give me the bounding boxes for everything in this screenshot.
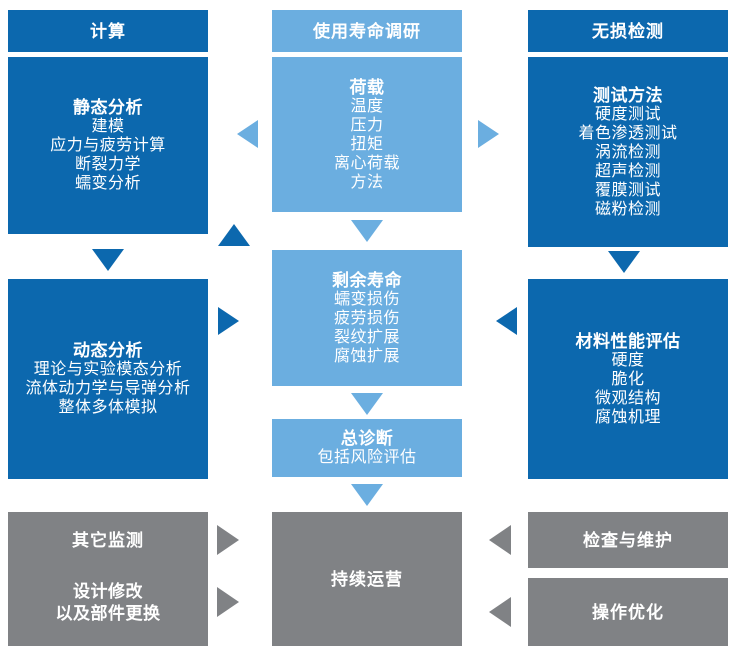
test-methods-item: 涡流检测 — [594, 143, 661, 161]
continued-operation-label: 持续运营 — [331, 569, 403, 589]
inspection-maintenance-label: 检查与维护 — [583, 530, 673, 550]
inspection-maintenance-box: 检查与维护 — [528, 512, 728, 568]
arrow-static-to-dynamic-icon — [92, 249, 124, 271]
arrow-dynamic-to-static-icon — [218, 224, 250, 246]
static-analysis-item: 蠕变分析 — [74, 175, 141, 192]
residual-life-item: 蠕变损伤 — [333, 290, 400, 308]
loads-box: 荷载 温度 压力 扭矩 离心荷载 方法 — [272, 57, 462, 212]
left-column-header: 计算 — [8, 10, 208, 52]
residual-life-box: 剩余寿命 蠕变损伤 疲劳损伤 裂纹扩展 腐蚀扩展 — [272, 250, 462, 386]
right-header-label: 无损检测 — [592, 21, 664, 41]
continued-operation-box: 持续运营 — [272, 512, 462, 646]
loads-item: 离心荷载 — [333, 154, 400, 172]
static-analysis-title: 静态分析 — [73, 98, 143, 117]
static-analysis-item: 应力与疲劳计算 — [50, 137, 166, 154]
dynamic-analysis-title: 动态分析 — [73, 341, 143, 360]
arrow-othermonitoring-to-operation-icon — [217, 525, 239, 555]
other-monitoring-label: 其它监测 — [72, 530, 144, 550]
arrow-residual-to-diagnosis-icon — [351, 393, 383, 415]
material-assessment-item: 脆化 — [611, 370, 645, 388]
arrow-loads-to-residual-icon — [351, 220, 383, 242]
material-assessment-item: 硬度 — [611, 351, 645, 369]
arrow-inspection-to-operation-icon — [489, 525, 511, 555]
residual-life-item: 疲劳损伤 — [333, 309, 400, 327]
right-column-header: 无损检测 — [528, 10, 728, 52]
material-assessment-title: 材料性能评估 — [575, 331, 681, 351]
arrow-designchange-to-operation-icon — [217, 587, 239, 617]
center-header-label: 使用寿命调研 — [313, 21, 421, 41]
loads-item: 方法 — [350, 173, 384, 191]
left-header-label: 计算 — [90, 21, 126, 41]
dynamic-analysis-box: 动态分析 理论与实验模态分析 流体动力学与导弹分析 整体多体模拟 — [8, 279, 208, 479]
arrow-loads-to-static-icon — [237, 120, 258, 148]
operation-optimization-label: 操作优化 — [592, 602, 664, 622]
arrow-diagnosis-to-operation-icon — [351, 484, 383, 506]
static-analysis-item: 断裂力学 — [74, 156, 141, 173]
test-methods-box: 测试方法 硬度测试 着色渗透测试 涡流检测 超声检测 覆膜测试 磁粉检测 — [528, 57, 728, 247]
loads-title: 荷载 — [349, 77, 385, 97]
arrow-testmethods-to-material-icon — [608, 251, 640, 273]
static-analysis-item: 建模 — [91, 118, 125, 135]
material-assessment-box: 材料性能评估 硬度 脆化 微观结构 腐蚀机理 — [528, 279, 728, 479]
dynamic-analysis-item: 整体多体模拟 — [58, 399, 158, 416]
design-change-line: 以及部件更换 — [55, 603, 161, 623]
material-assessment-item: 微观结构 — [594, 389, 661, 407]
material-assessment-item: 腐蚀机理 — [594, 408, 661, 426]
test-methods-title: 测试方法 — [593, 85, 663, 105]
design-change-box: 设计修改 以及部件更换 — [8, 558, 208, 646]
static-analysis-box: 静态分析 建模 应力与疲劳计算 断裂力学 蠕变分析 — [8, 57, 208, 234]
residual-life-title: 剩余寿命 — [332, 270, 402, 290]
loads-item: 压力 — [350, 116, 384, 134]
operation-optimization-box: 操作优化 — [528, 578, 728, 646]
design-change-line: 设计修改 — [73, 581, 143, 601]
diagnosis-title: 总诊断 — [340, 429, 394, 448]
arrow-material-to-residual-icon — [496, 307, 517, 335]
dynamic-analysis-item: 流体动力学与导弹分析 — [25, 380, 191, 397]
residual-life-item: 裂纹扩展 — [333, 328, 400, 346]
test-methods-item: 覆膜测试 — [594, 181, 661, 199]
test-methods-item: 磁粉检测 — [594, 200, 661, 218]
dynamic-analysis-item: 理论与实验模态分析 — [33, 361, 183, 378]
center-column-header: 使用寿命调研 — [272, 10, 462, 52]
test-methods-item: 超声检测 — [594, 162, 661, 180]
diagnosis-item: 包括风险评估 — [317, 449, 417, 466]
arrow-optimization-to-operation-icon — [489, 597, 511, 627]
loads-item: 温度 — [350, 97, 384, 115]
loads-item: 扭矩 — [350, 135, 384, 153]
diagnosis-box: 总诊断 包括风险评估 — [272, 419, 462, 477]
arrow-loads-to-testmethods-icon — [478, 120, 499, 148]
test-methods-item: 着色渗透测试 — [578, 124, 678, 142]
test-methods-item: 硬度测试 — [594, 105, 661, 123]
residual-life-item: 腐蚀扩展 — [333, 347, 400, 365]
arrow-dynamic-to-residual-icon — [218, 307, 239, 335]
